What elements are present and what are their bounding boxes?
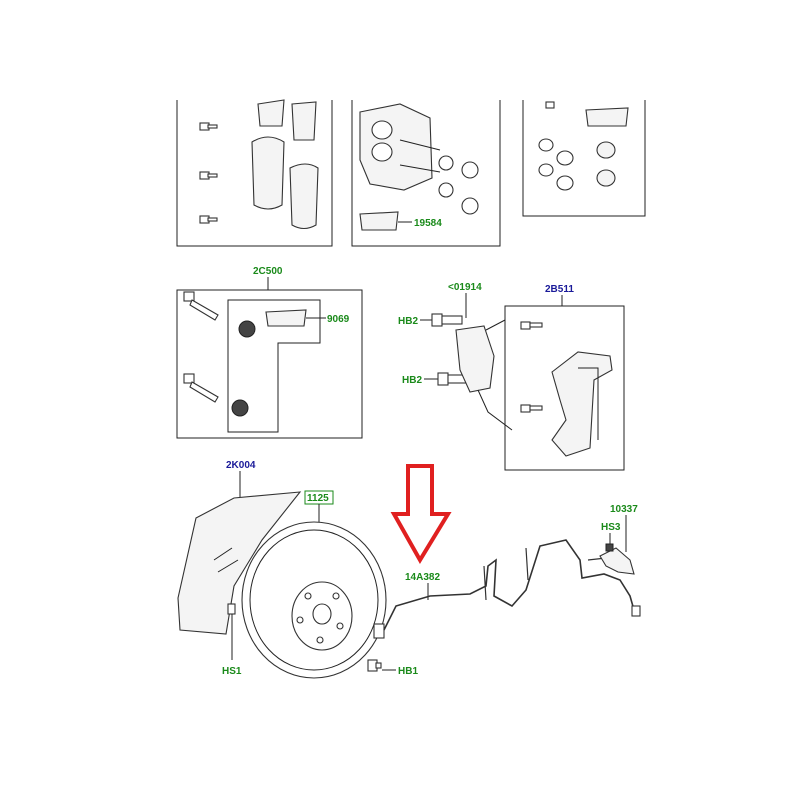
- piston-seal-icon: [538, 101, 629, 191]
- brake-disc-icon: [241, 521, 387, 679]
- label-seal-kit: 19584: [414, 218, 442, 229]
- box-brake-pads: [176, 99, 333, 247]
- bolt-icon: [199, 122, 218, 224]
- box-carrier: 2B511: [504, 284, 625, 471]
- box-pistons: [522, 100, 646, 217]
- seal-kit-icon: [359, 211, 399, 231]
- label-bolt-upper: HB2: [398, 316, 418, 327]
- wheel-bolt-icon: [367, 659, 382, 672]
- guide-pin-group: <01914 HB2 HB2: [398, 282, 513, 431]
- seal-ring-icon: [438, 155, 479, 215]
- dust-shield-group: 2K004 HS1: [177, 460, 302, 677]
- label-pad-kit: 2C500: [253, 266, 283, 277]
- label-bolt-lower: HB2: [402, 375, 422, 386]
- bolt-icon: [520, 321, 543, 413]
- abs-sensor-group: 14A382 10337 HS3: [373, 464, 641, 639]
- label-shield: 2K004: [226, 460, 256, 471]
- nut-icon: [231, 320, 256, 417]
- label-sensor-end: 10337: [610, 504, 638, 515]
- dust-shield-icon: [177, 491, 302, 635]
- label-disc: 1125: [307, 493, 329, 504]
- label-pad-inner: 9069: [327, 314, 350, 325]
- label-guide-pin: <01914: [448, 282, 482, 293]
- red-arrow-icon: [390, 464, 452, 564]
- label-bolt-hb1: HB1: [398, 666, 418, 677]
- label-sensor: 14A382: [405, 572, 440, 583]
- abs-sensor-cable-icon: [373, 539, 641, 639]
- pad-clip-icon: [265, 309, 307, 327]
- bolt-icon: [431, 313, 469, 386]
- brake-disc-group: 1125 HB1: [241, 490, 418, 679]
- box-pad-kit: 2C500 9069: [176, 266, 363, 439]
- guide-bracket-icon: [455, 325, 495, 393]
- label-carrier: 2B511: [545, 284, 574, 295]
- caliper-body-icon: [359, 103, 441, 191]
- brake-pad-icon: [251, 99, 319, 230]
- label-screw-hs3: HS3: [601, 522, 621, 533]
- caliper-carrier-icon: [551, 351, 613, 457]
- label-screw-hs1: HS1: [222, 666, 242, 677]
- box-caliper-seals: 19584: [351, 100, 501, 247]
- bolt-icon: [183, 291, 219, 403]
